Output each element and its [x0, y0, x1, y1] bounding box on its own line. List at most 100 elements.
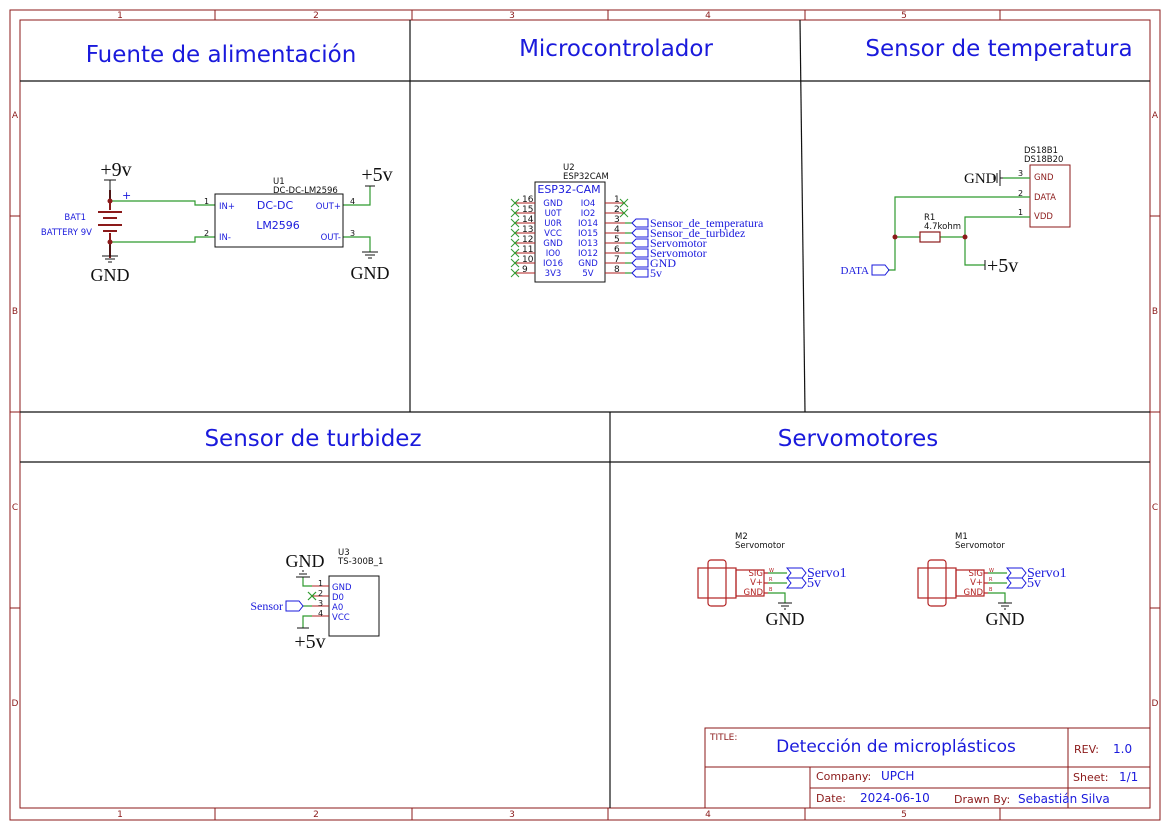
pin-number: 3	[318, 599, 323, 608]
ts300b-value: TS-300B_1	[337, 557, 383, 567]
row-marker: D	[1152, 699, 1159, 709]
servo-port-flag	[1005, 577, 1027, 589]
regulator-pin-out-plus: OUT+	[316, 202, 341, 212]
date-label: Date:	[816, 792, 846, 805]
servo-gnd-symbol	[778, 602, 792, 610]
turbidity-section: U3 TS-300B_1 GND D0 A0 VCC 1 2 3 4 GND +…	[250, 548, 383, 653]
mcu-pin-name: IO0	[546, 249, 561, 259]
battery-gnd-symbol	[102, 242, 118, 263]
pin-number: 16	[522, 195, 534, 205]
servo-gnd-label: GND	[986, 609, 1025, 629]
servo-pin-vplus: V+	[970, 578, 983, 588]
row-marker: D	[12, 699, 19, 709]
servo-ref: M2	[735, 532, 748, 542]
battery-gnd-label: GND	[91, 265, 130, 285]
row-marker: A	[12, 111, 19, 121]
servo-port-flag	[785, 567, 807, 579]
ds18b20-pin-vdd: VDD	[1034, 212, 1053, 222]
temp-gnd-symbol	[993, 170, 1003, 186]
mcu-ref: U2	[563, 163, 575, 173]
servo-m2: M2 Servomotor SIG V+ GND W R B Servo1 5v…	[697, 532, 847, 629]
regulator-gnd-label: GND	[351, 263, 390, 283]
mcu-pin-name: 3V3	[545, 269, 562, 279]
pin-number: 9	[522, 265, 528, 275]
servo-ref: M1	[955, 532, 968, 542]
mcu-net-label: GND	[650, 256, 676, 270]
mcu-pin-name: IO12	[578, 249, 598, 259]
pin-number: 2	[614, 205, 620, 215]
mcu-pin-name: 5V	[582, 269, 593, 279]
no-connect-mark	[619, 198, 629, 208]
pin-number: 2	[204, 229, 209, 238]
row-marker: B	[1152, 307, 1158, 317]
servo-pin-vplus: V+	[750, 578, 763, 588]
power-supply-section: + - BAT1 BATTERY 9V +9v GND U1 DC-DC-LM2…	[41, 159, 393, 285]
col-marker: 1	[117, 11, 123, 21]
pin-number: 13	[522, 225, 533, 235]
pin-number: 15	[522, 205, 533, 215]
regulator-pin-in-minus: IN-	[219, 233, 231, 243]
col-marker: 1	[117, 810, 123, 820]
mcu-net-label: Sensor_de_turbidez	[650, 226, 745, 240]
net-port-flag	[631, 258, 649, 268]
mcu-net-label: Sensor_de_temperatura	[650, 216, 764, 230]
ds18b20-ref: DS18B1	[1024, 146, 1058, 156]
mcu-body-title: ESP32-CAM	[537, 183, 600, 196]
pin-number: 3	[614, 215, 620, 225]
col-marker: 5	[901, 11, 907, 21]
no-connect-mark	[510, 208, 520, 218]
no-connect-mark	[307, 591, 317, 601]
regulator-pin-in-plus: IN+	[219, 202, 235, 212]
row-marker: C	[1152, 503, 1158, 513]
data-port-label: DATA	[841, 265, 870, 277]
mcu-pin-name: U0R	[544, 219, 562, 229]
no-connect-mark	[510, 258, 520, 268]
title-block: TITLE: Detección de microplásticos REV: …	[704, 727, 1151, 809]
regulator-pin-out-minus: OUT-	[321, 233, 341, 243]
row-marker: B	[12, 307, 18, 317]
ts300b-pin-name: GND	[332, 583, 352, 593]
mcu-pin-name: IO15	[578, 229, 598, 239]
pin-number: 2	[1018, 189, 1023, 198]
servo-signal-label: Servo1	[1027, 566, 1067, 581]
mcu-pin-name: GND	[578, 259, 598, 269]
section-grid	[20, 19, 1150, 808]
company-value: UPCH	[881, 769, 914, 783]
mcu-pin-name: IO4	[581, 199, 596, 209]
pin-number: 2	[318, 589, 323, 598]
row-marker: A	[1152, 111, 1159, 121]
pin-number: 7	[614, 255, 620, 265]
ts300b-pin-name: A0	[332, 603, 343, 613]
section-title-power: Fuente de alimentación	[86, 42, 357, 68]
turbidity-gnd-label: GND	[286, 551, 325, 571]
temp-section: DS18B1 DS18B20 GND DATA VDD 3 2 1 R1 4.7…	[841, 146, 1071, 277]
servo-pin-gnd: GND	[964, 588, 984, 598]
net-port-flag	[631, 218, 649, 228]
regulator-body	[214, 193, 344, 248]
drawn-by-value: Sebastián Silva	[1018, 792, 1110, 806]
servo-pin-sig: SIG	[749, 569, 764, 579]
regulator-body-line2: LM2596	[256, 219, 300, 232]
servo-wire-color: R	[989, 577, 993, 583]
resistor-r1	[919, 231, 941, 243]
pin-number: 4	[614, 225, 620, 235]
power-wires	[110, 186, 371, 252]
pin-number: 3	[1018, 169, 1023, 178]
net-port-flag	[631, 228, 649, 238]
net-port-flag	[631, 268, 649, 278]
servo-wires	[768, 572, 787, 603]
sensor-port-label: Sensor	[250, 599, 283, 613]
servo-wire-color: W	[989, 568, 994, 574]
section-title-mcu: Microcontrolador	[519, 36, 713, 62]
ts300b-pin-lines	[312, 585, 329, 617]
col-marker: 4	[705, 11, 711, 21]
ds18b20-body	[1029, 164, 1071, 228]
ds18b20-pin-gnd: GND	[1034, 173, 1054, 183]
drawing-title: Detección de microplásticos	[776, 737, 1016, 757]
pin-number: 10	[522, 255, 534, 265]
pin-number: 1	[204, 197, 209, 206]
servo-power-label: 5v	[807, 576, 821, 591]
junction-dot	[892, 234, 898, 240]
temp-gnd-label: GND	[964, 171, 997, 187]
